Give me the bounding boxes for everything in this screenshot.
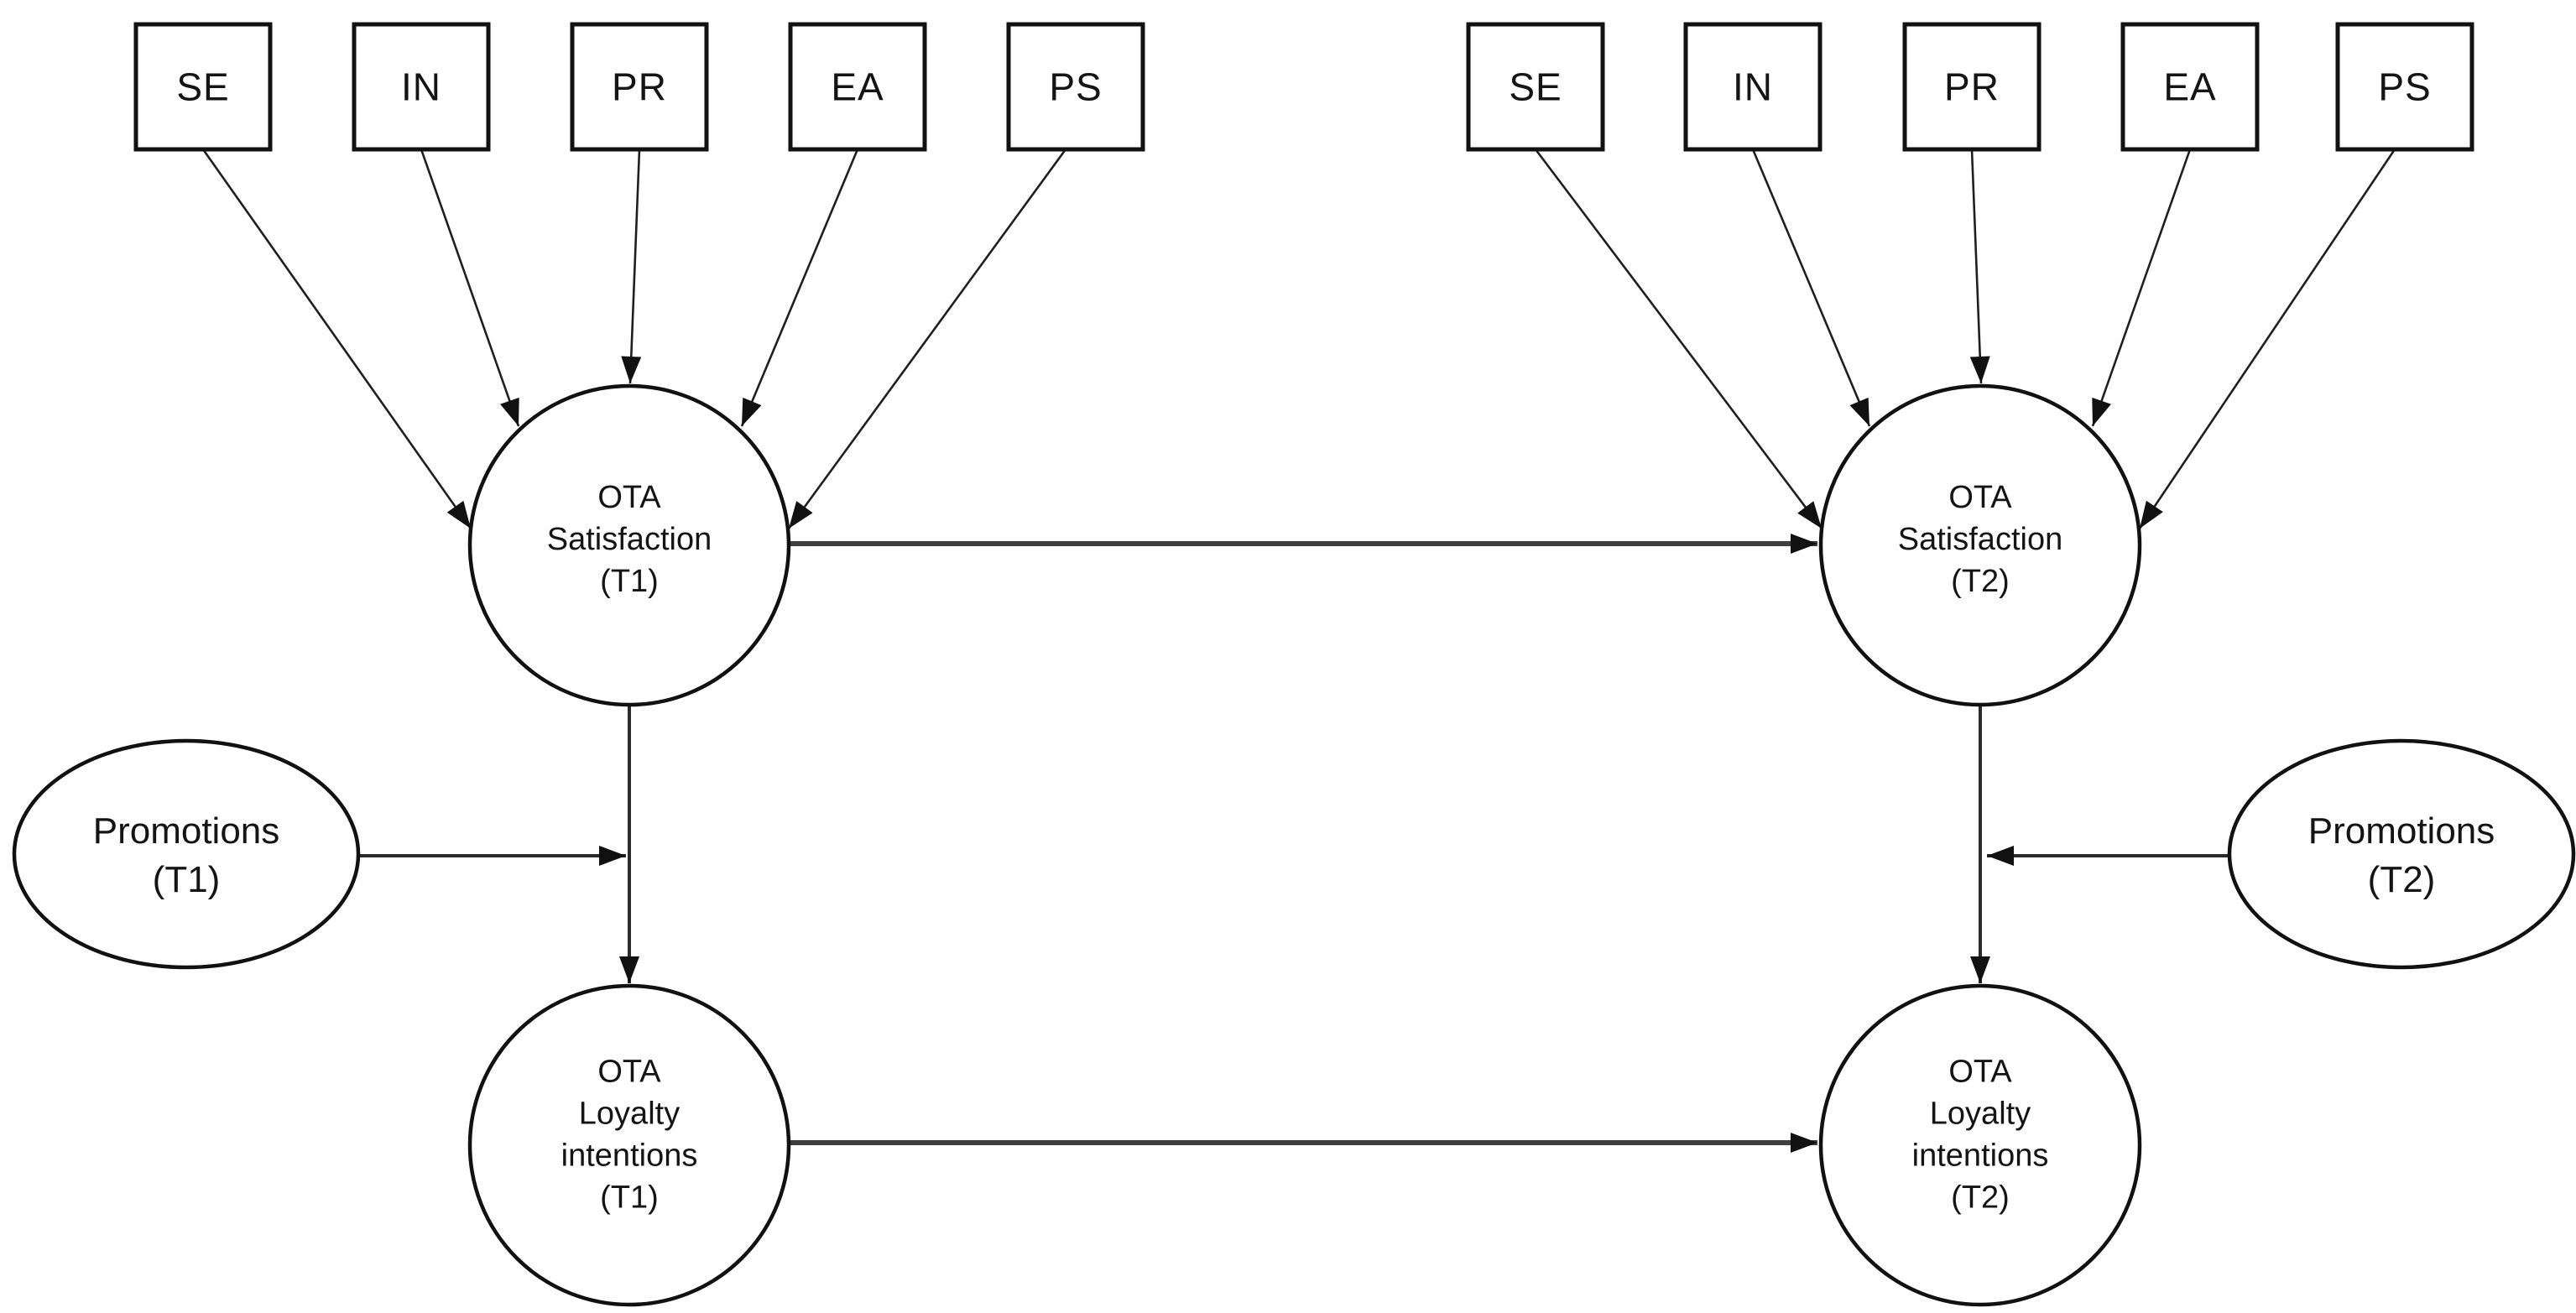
latent-circle-loyalty-t2 [1818, 983, 2142, 1307]
indicator-label-ps-t2: PS [2378, 65, 2432, 109]
indicator-label-in-t1: IN [401, 65, 441, 109]
indicator-label-in-t2: IN [1733, 65, 1773, 109]
indicator-box-se-t1 [133, 22, 273, 152]
path-in-t2-to-satisfaction-t2 [1751, 148, 1871, 427]
indicator-label-se-t1: SE [176, 65, 230, 109]
path-ps-t2-to-satisfaction-t2 [2138, 148, 2396, 529]
indicator-box-se-t2 [1466, 22, 1605, 152]
path-pr-t2-to-satisfaction-t2 [1969, 148, 1990, 384]
moderator-ellipse-promotions-t1 [12, 738, 361, 970]
path-pr-t1-to-satisfaction-t1 [621, 148, 642, 384]
path-ea-t2-to-satisfaction-t2 [2091, 148, 2192, 427]
indicator-label-pr-t2: PR [1944, 65, 2000, 109]
indicator-box-ea-t2 [2120, 22, 2260, 152]
latent-label-loyalty-t1: OTA Loyalty intentions (T1) [561, 1054, 698, 1217]
indicator-box-in-t2 [1683, 22, 1822, 152]
indicator-box-pr-t2 [1902, 22, 2042, 152]
latent-circle-satisfaction-t1 [467, 383, 791, 707]
indicator-label-ea-t1: EA [831, 65, 884, 109]
indicator-label-ps-t1: PS [1049, 65, 1103, 109]
indicator-label-ea-t2: EA [2163, 65, 2217, 109]
latent-label-loyalty-t2: OTA Loyalty intentions (T2) [1911, 1054, 2049, 1217]
latent-circle-satisfaction-t2 [1818, 383, 2142, 707]
path-se-t1-to-satisfaction-t1 [201, 148, 472, 529]
indicator-label-se-t2: SE [1509, 65, 1562, 109]
path-ea-t1-to-satisfaction-t1 [740, 148, 859, 427]
indicator-label-pr-t1: PR [612, 65, 667, 109]
moderator-label-promotions-t1: Promotions (T1) [92, 810, 280, 900]
latent-label-satisfaction-t2: OTA Satisfaction (T2) [1897, 479, 2063, 600]
path-ps-t1-to-satisfaction-t1 [787, 148, 1067, 529]
indicator-box-pr-t1 [570, 22, 709, 152]
latent-circle-loyalty-t1 [467, 983, 791, 1307]
indicator-box-in-t1 [352, 22, 491, 152]
path-se-t2-to-satisfaction-t2 [1534, 148, 1823, 529]
indicator-box-ea-t1 [788, 22, 927, 152]
indicator-box-ps-t1 [1006, 22, 1145, 152]
moderator-label-promotions-t2: Promotions (T2) [2307, 810, 2495, 900]
indicator-box-ps-t2 [2335, 22, 2474, 152]
moderator-ellipse-promotions-t2 [2227, 738, 2576, 970]
latent-label-satisfaction-t1: OTA Satisfaction (T1) [546, 479, 712, 600]
path-in-t1-to-satisfaction-t1 [420, 148, 520, 427]
